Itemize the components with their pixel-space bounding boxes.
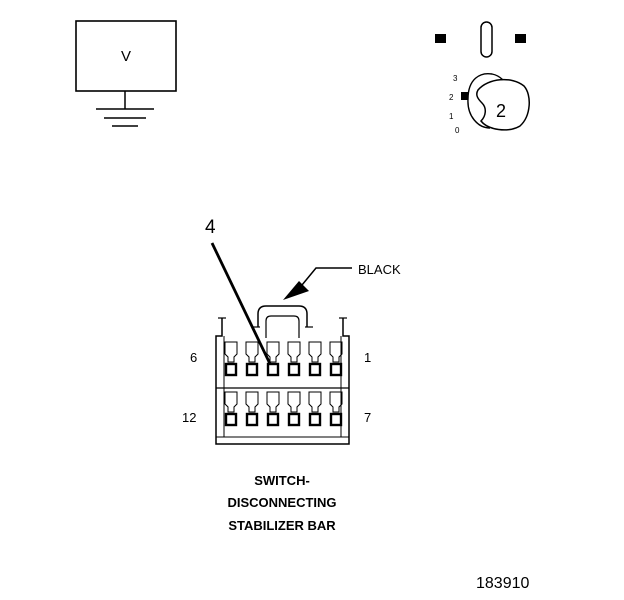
color-callout: BLACK [283,262,401,300]
ignition-pointer-marker [461,92,468,100]
ignition-knob-icon [467,72,530,131]
pin-label-bottom-right: 7 [364,410,371,425]
connector-color-label: BLACK [358,262,401,277]
ignition-switch-dial: 3 2 1 0 2 [449,72,530,135]
connector-title-line-3: STABILIZER BAR [228,518,336,533]
connector-pin-grid [224,341,343,427]
callout-leader-line [210,242,274,369]
connector-pin-cavity [245,341,259,377]
ignition-position-0: 0 [455,126,460,135]
ignition-selected-position: 2 [496,101,506,121]
color-leader-line [301,267,352,286]
connector-pin-cavity [308,341,322,377]
connector-body [215,318,350,445]
connector-pin-cavity [287,391,301,427]
color-arrowhead-icon [283,281,309,300]
callout-pin-number: 4 [205,217,216,238]
ignition-position-3: 3 [453,74,458,83]
connector-pin-cavity [266,391,280,427]
connector-latch [257,305,308,327]
ignition-position-2: 2 [449,93,454,102]
ignition-position-1: 1 [449,112,454,121]
connector-pin-cavity [287,341,301,377]
connector-pin-cavity [224,341,238,377]
voltmeter: V [75,20,177,127]
voltmeter-box [75,20,177,92]
connector-title-line-1: SWITCH- [254,473,310,488]
connector-housing [215,305,350,445]
connector-pin-cavity [329,391,343,427]
connector-title-line-2: DISCONNECTING [227,495,336,510]
connector-pin-cavity [224,391,238,427]
ground-symbol-icon [96,108,154,127]
connector-pin-cavity [329,341,343,377]
pin-label-top-left: 6 [190,350,197,365]
pin-label-bottom-left: 12 [182,410,196,425]
connector-pin-cavity [308,391,322,427]
connector-pin-cavity [245,391,259,427]
pin-callout: 4 [205,217,274,369]
figure-number: 183910 [476,575,529,592]
connector-pin-cavity [266,341,280,377]
voltmeter-symbol: V [121,48,131,65]
pin-label-top-right: 1 [364,350,371,365]
key-blade-icon [435,21,526,58]
